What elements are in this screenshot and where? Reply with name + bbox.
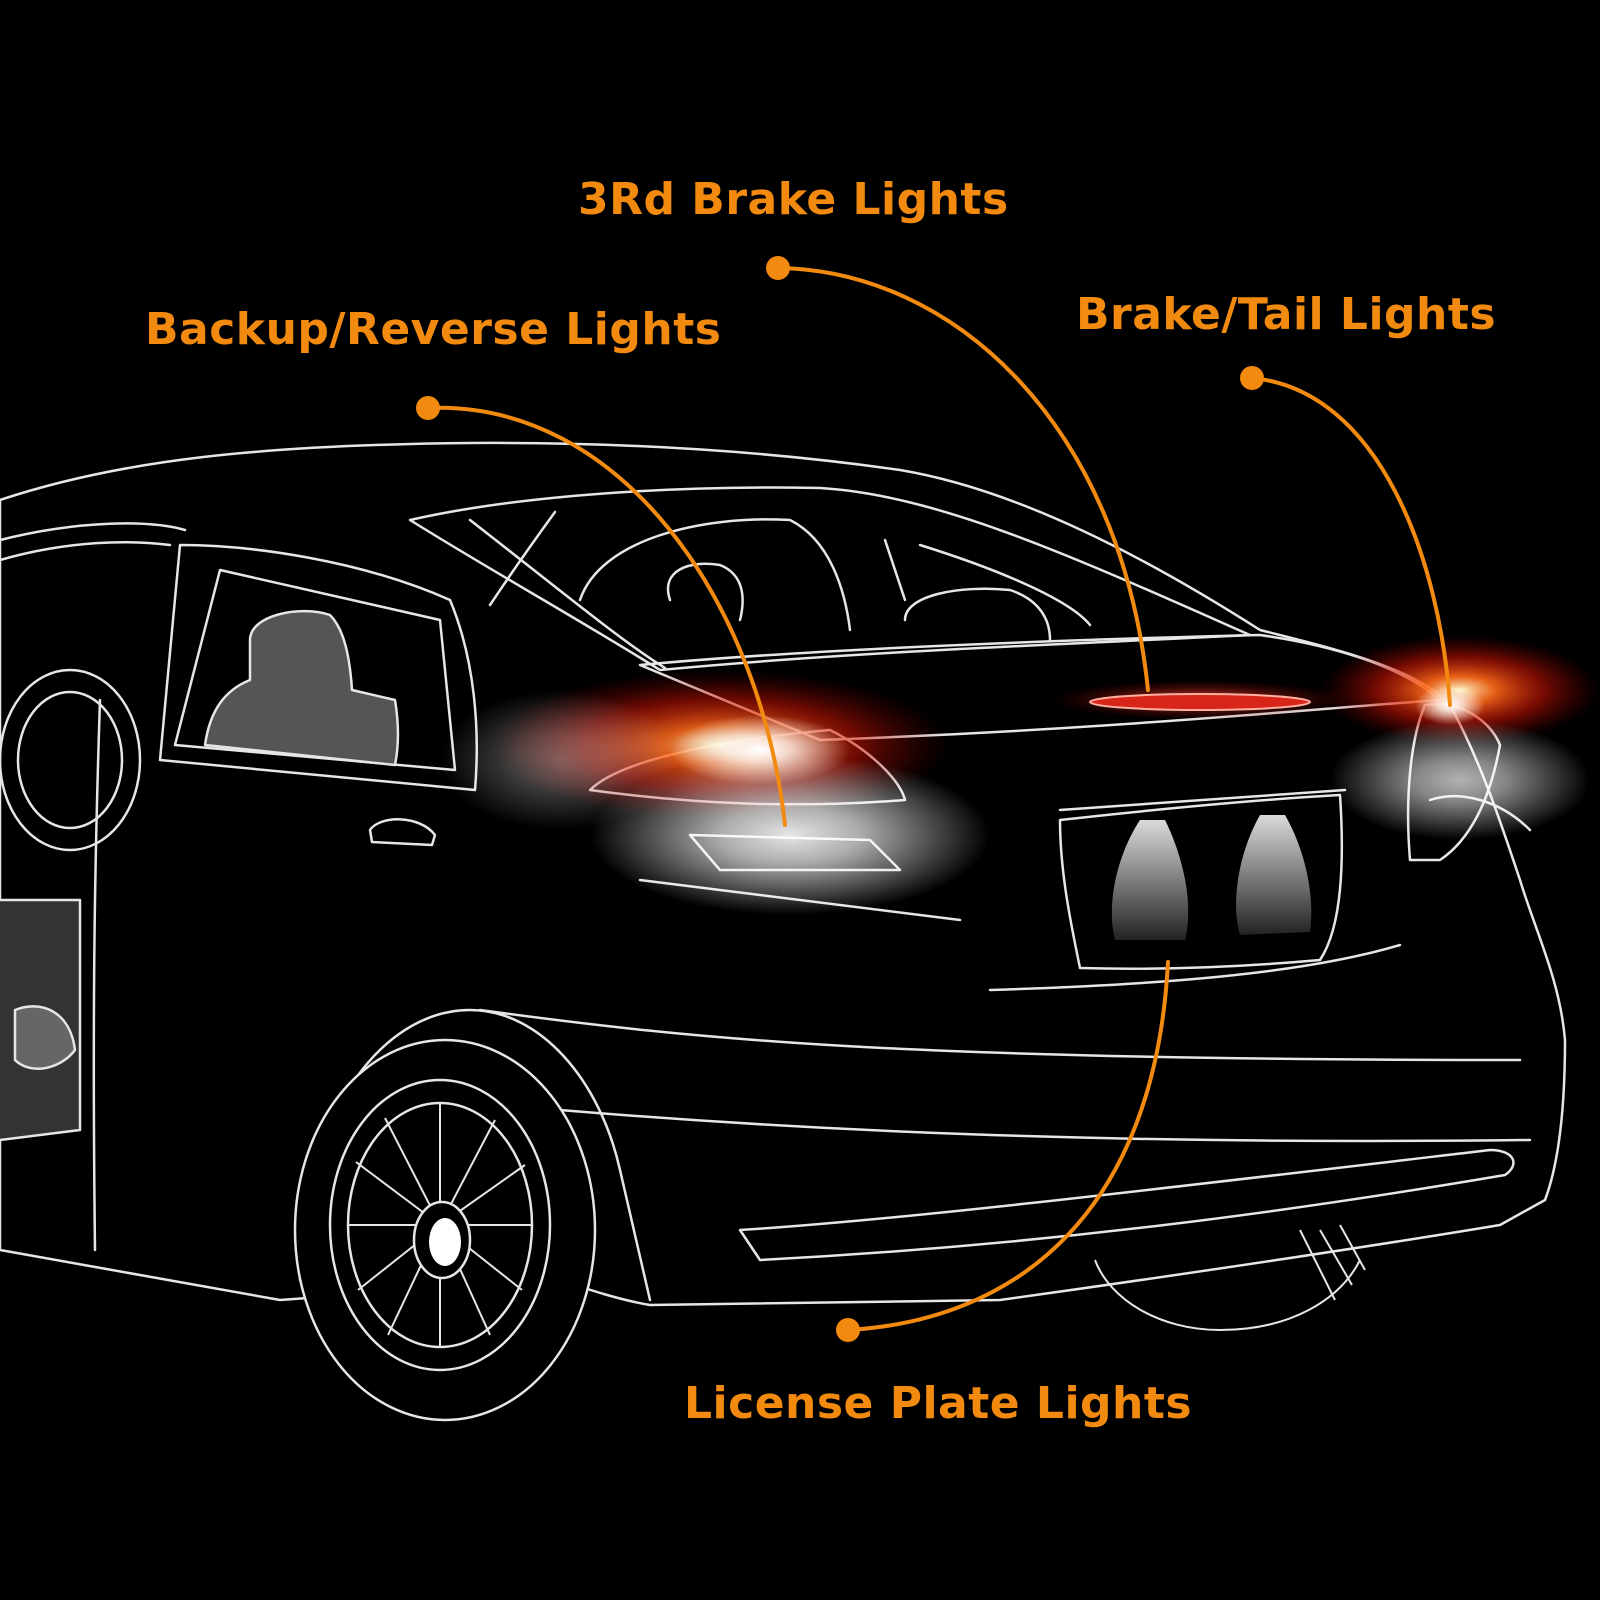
dot-brake-tail <box>1240 366 1264 390</box>
far-wheel <box>1094 1224 1366 1332</box>
leader-brake-tail <box>1250 376 1452 707</box>
light-glows <box>440 635 1600 940</box>
rear-seat <box>578 518 852 632</box>
dot-3rd-brake <box>766 256 790 280</box>
steering-wheel <box>0 668 142 852</box>
label-brake-tail-lights: Brake/Tail Lights <box>1076 289 1497 340</box>
dot-backup <box>416 396 440 420</box>
rear-wheel <box>293 1038 597 1422</box>
dot-license-plate <box>836 1318 860 1342</box>
callout-leaders <box>426 266 1452 1332</box>
callout-dots <box>416 256 1264 1342</box>
license-beam-left <box>1111 820 1189 940</box>
label-license-plate-lights: License Plate Lights <box>684 1378 1193 1429</box>
third-brake-lamp <box>1089 693 1311 711</box>
rear-bumper <box>738 1148 1515 1262</box>
license-plate-recess <box>1058 793 1344 970</box>
leader-license-plate <box>846 960 1170 1332</box>
door-handle <box>368 818 437 847</box>
label-3rd-brake-lights: 3Rd Brake Lights <box>578 174 1009 225</box>
leader-backup <box>426 405 787 827</box>
label-backup-reverse-lights: Backup/Reverse Lights <box>145 304 722 355</box>
leader-3rd-brake <box>776 266 1150 692</box>
rear-window <box>408 486 1252 672</box>
license-beam-right <box>1236 815 1312 935</box>
